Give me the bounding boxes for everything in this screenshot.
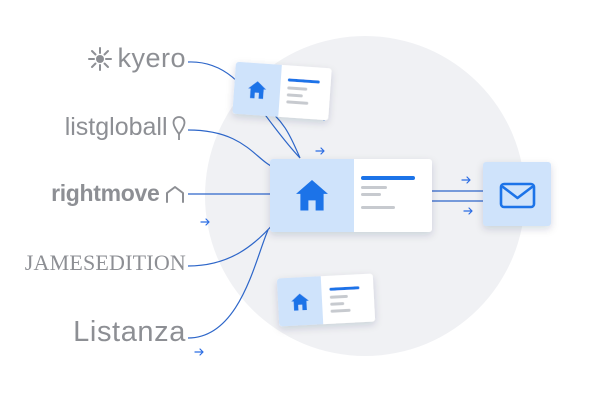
connector-listglobally bbox=[187, 129, 276, 169]
portal-logo-jamesedition: JAMESEDITION bbox=[18, 250, 186, 284]
arrow-right-icon bbox=[315, 147, 325, 155]
portal-name: kyero bbox=[117, 43, 186, 73]
arrow-right-icon bbox=[463, 207, 473, 215]
arrow-right-icon bbox=[200, 218, 210, 226]
portal-logo-listglobally: listgloball bbox=[18, 113, 186, 149]
portal-logo-listanza: Listanza bbox=[18, 316, 186, 354]
connector-jamesedition bbox=[187, 221, 276, 267]
portal-name: Listanza bbox=[73, 316, 186, 348]
listing-card-small-top bbox=[232, 61, 332, 121]
arrow-right-icon bbox=[194, 348, 204, 356]
location-pin-icon bbox=[172, 115, 186, 140]
portal-name: listgloball bbox=[64, 113, 168, 141]
house-outline-icon bbox=[166, 185, 184, 203]
envelope-icon bbox=[499, 182, 536, 209]
portal-logo-kyero: kyero bbox=[18, 43, 186, 79]
portal-logo-rightmove: rightmove bbox=[18, 180, 186, 214]
portal-name: JAMESEDITION bbox=[24, 250, 186, 275]
listing-card-main bbox=[270, 159, 432, 232]
connector-listanza bbox=[187, 229, 269, 339]
arrow-right-icon bbox=[461, 176, 471, 184]
sun-icon bbox=[88, 46, 113, 71]
output-lines bbox=[432, 190, 483, 202]
destination-tile bbox=[483, 162, 551, 226]
listing-card-small-bottom bbox=[276, 273, 376, 327]
portal-name: rightmove bbox=[51, 180, 160, 206]
